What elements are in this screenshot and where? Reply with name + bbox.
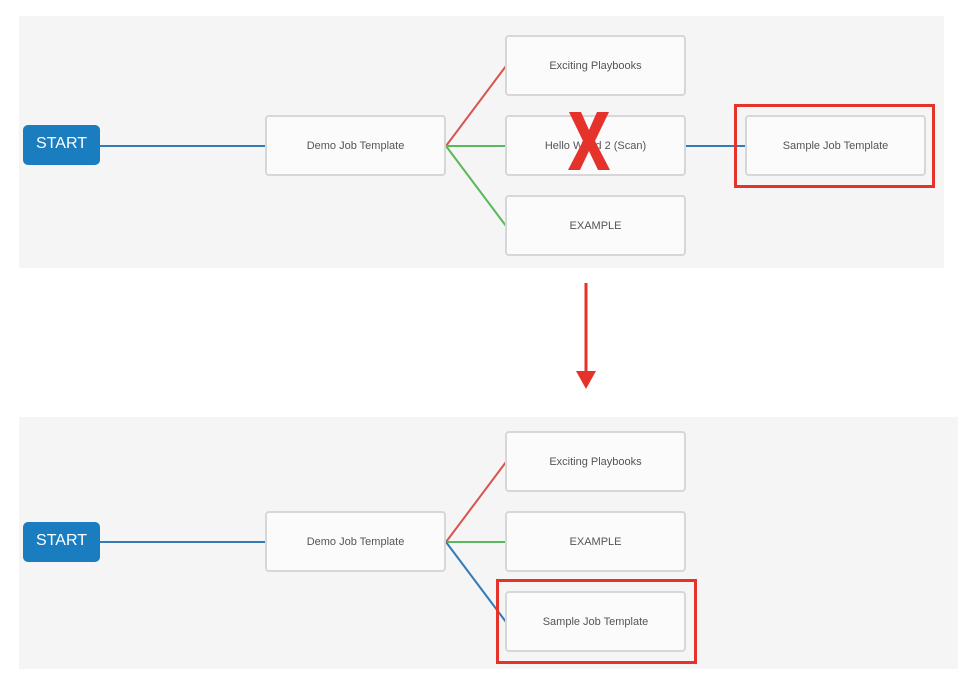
link-demo-to-exciting: [445, 461, 507, 543]
start-node[interactable]: START: [23, 125, 100, 165]
node-label: Exciting Playbooks: [549, 59, 642, 72]
link-demo-to-exciting: [445, 65, 507, 147]
node-label: Exciting Playbooks: [549, 455, 642, 468]
workflow-node-exciting-playbooks[interactable]: Exciting Playbooks: [505, 35, 686, 96]
highlight-box: [496, 579, 697, 664]
workflow-node-sample-job-template[interactable]: Sample Job Template: [745, 115, 926, 176]
node-label: Demo Job Template: [306, 139, 405, 152]
node-label: EXAMPLE: [569, 219, 622, 232]
start-node[interactable]: START: [23, 522, 100, 562]
workflow-node-exciting-playbooks[interactable]: Exciting Playbooks: [505, 431, 686, 492]
workflow-node-sample-job-template[interactable]: Sample Job Template: [505, 591, 686, 652]
node-label: Demo Job Template: [306, 535, 405, 548]
workflow-node-demo-job-template[interactable]: Demo Job Template: [265, 511, 446, 572]
x-mark-icon: [568, 112, 610, 170]
workflow-node-demo-job-template[interactable]: Demo Job Template: [265, 115, 446, 176]
highlight-box: [734, 104, 935, 188]
workflow-node-example[interactable]: EXAMPLE: [505, 511, 686, 572]
node-label: EXAMPLE: [569, 535, 622, 548]
start-label: START: [36, 135, 87, 152]
link-demo-to-example: [445, 145, 507, 227]
start-label: START: [36, 532, 87, 549]
node-label: Sample Job Template: [782, 139, 889, 152]
arrow-down-icon: [576, 283, 596, 389]
workflow-node-example[interactable]: EXAMPLE: [505, 195, 686, 256]
node-label: Sample Job Template: [542, 615, 649, 628]
